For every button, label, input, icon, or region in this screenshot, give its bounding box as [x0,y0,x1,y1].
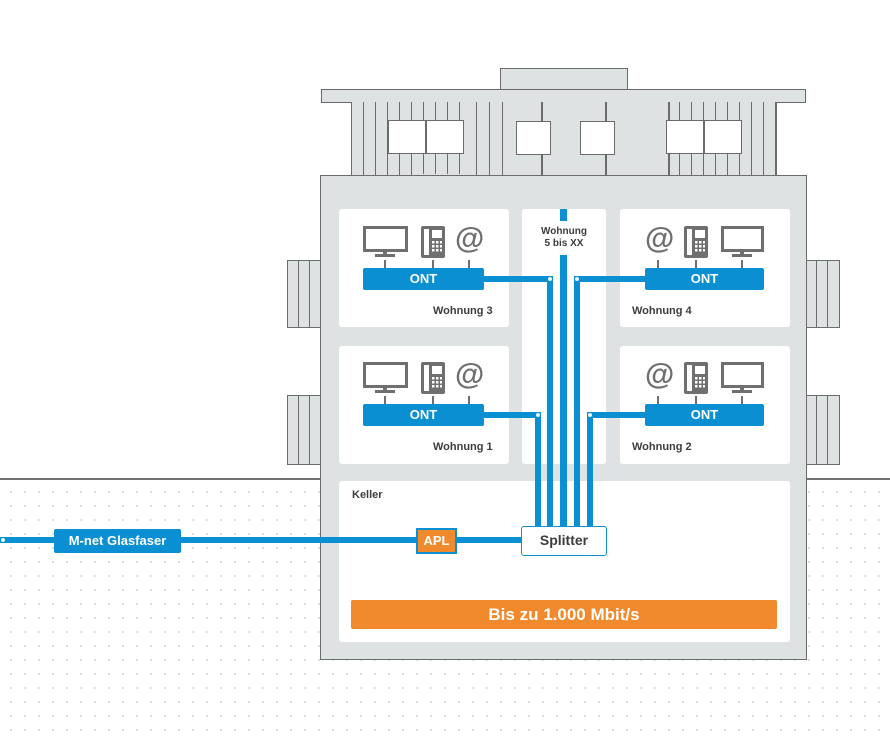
fiber-line-apt1-v [535,412,541,527]
riser-label: Wohnung 5 bis XX [522,226,606,250]
speed-banner: Bis zu 1.000 Mbit/s [351,600,777,629]
fiber-line-apt1-h [483,412,541,418]
window-left [388,120,464,154]
balcony-left-lower [287,395,322,465]
fiber-line-apt3-h [483,276,553,282]
fiber-line-apt4-v [574,276,580,527]
phone-icon [684,226,708,258]
apartment-4-devices: @ ONT [645,222,764,291]
apartment-3-label: Wohnung 3 [433,305,493,317]
ont-device: ONT [363,404,484,426]
at-icon: @ [455,222,485,255]
window-right [666,120,742,154]
monitor-icon [721,362,764,393]
fiber-line-apt4-h [574,276,646,282]
apartment-3-devices: @ ONT [363,222,485,291]
fiber-line-apl-splitter [455,537,525,543]
at-icon: @ [645,358,675,391]
basement-label: Keller [352,489,383,501]
apl-box: APL [416,528,457,554]
incoming-fiber-label: M-net Glasfaser [54,529,181,553]
at-icon: @ [645,222,675,255]
balcony-left-upper [287,260,322,328]
monitor-icon [363,226,408,257]
fiber-line-incoming [0,537,420,543]
balcony-right-upper [805,260,840,328]
monitor-icon [363,362,408,393]
fiber-line-apt2-v [587,412,593,527]
apartment-1-devices: @ ONT [363,358,485,427]
phone-icon [684,362,708,394]
monitor-icon [721,226,764,257]
phone-icon [421,226,445,258]
roof-slab [321,89,806,103]
splitter-box: Splitter [521,526,607,556]
at-icon: @ [455,358,485,391]
window-center-right [580,121,615,155]
ont-device: ONT [363,268,484,290]
fiber-line-apt3-v [547,276,553,527]
apartment-1-label: Wohnung 1 [433,441,493,453]
top-floor [351,102,777,176]
window-center-left [516,121,551,155]
fiber-riser-top [560,209,567,221]
ont-device: ONT [645,404,764,426]
apartment-2-label: Wohnung 2 [632,441,692,453]
apartment-2-devices: @ ONT [645,358,764,427]
fiber-riser-center [560,255,567,527]
ont-device: ONT [645,268,764,290]
phone-icon [421,362,445,394]
balcony-right-lower [805,395,840,465]
fiber-line-apt2-h [587,412,646,418]
apartment-4-label: Wohnung 4 [632,305,692,317]
